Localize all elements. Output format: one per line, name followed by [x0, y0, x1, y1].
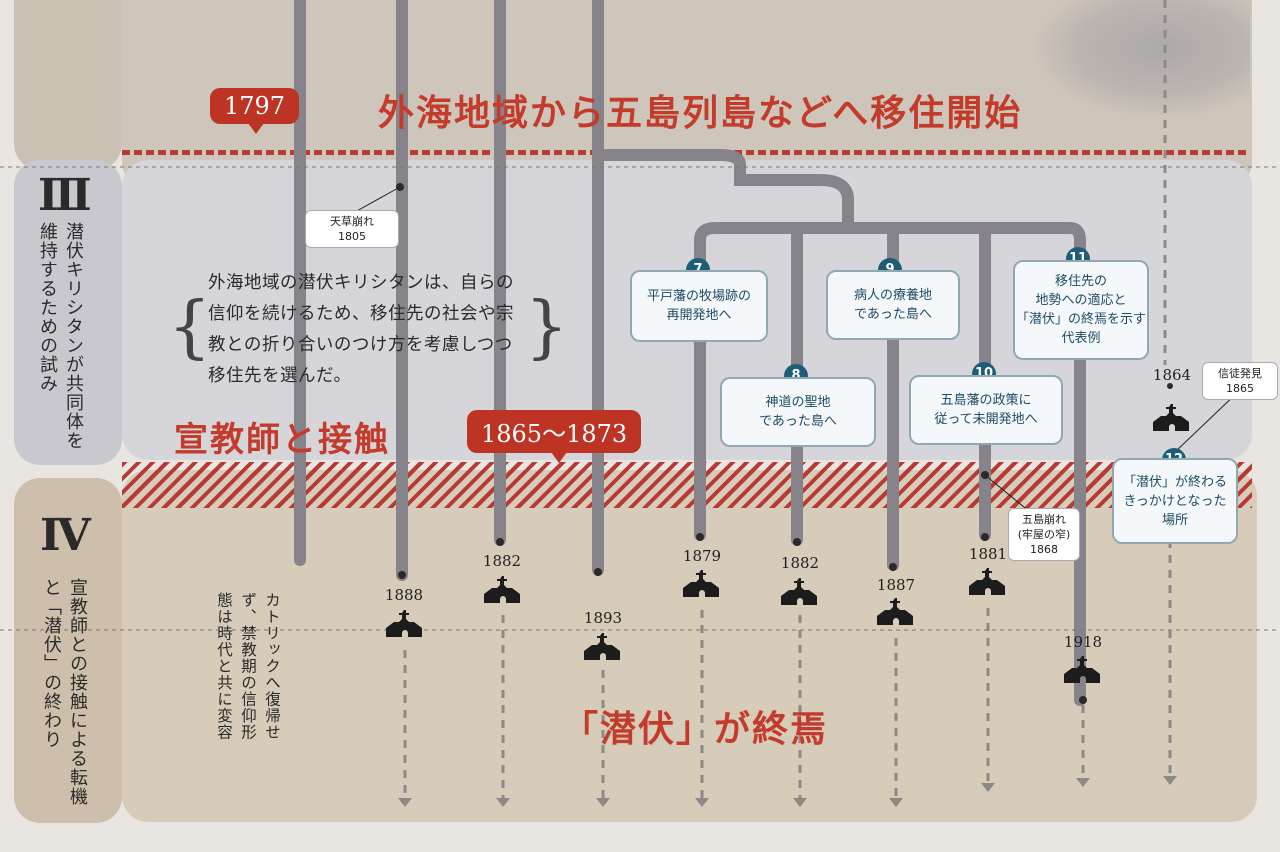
period-4-side-text: 宣教師との接触による転機と「潜伏」の終わり — [41, 578, 88, 806]
church-icon — [484, 576, 520, 603]
migration-headline: 外海地域から五島列島などへ移住開始 — [378, 93, 1023, 134]
church-icon — [1064, 656, 1100, 683]
card-8: 神道の聖地 であった島へ — [720, 377, 876, 447]
arrow-down-icon — [695, 798, 709, 807]
year-tag-1865-1873: 1865〜1873 — [467, 410, 642, 463]
contact-title: 宣教師と接触 — [174, 420, 390, 460]
note-amakusa: 天草崩れ 1805 — [305, 210, 399, 248]
arrow-down-icon — [1076, 778, 1090, 787]
period-4-numeral: IV — [40, 510, 91, 561]
church-icon — [781, 578, 817, 605]
arrow-down-icon — [889, 798, 903, 807]
card-10: 五島藩の政策に 従って未開発地へ — [909, 375, 1063, 445]
divider-contact-period — [122, 462, 1252, 508]
note-discovery: 信徒発見 1865 — [1202, 362, 1278, 400]
side-panel-top — [14, 0, 122, 170]
church-year: 1864 — [1152, 366, 1192, 384]
church-year: 1888 — [384, 586, 424, 604]
church-icon — [969, 568, 1005, 595]
vertical-note-catholic: カトリックへ復帰せず、禁教期の信仰形態は時代と共に変容 — [215, 592, 281, 741]
church-icon — [584, 633, 620, 660]
church-year: 1882 — [780, 554, 820, 572]
branch-main — [592, 149, 854, 231]
church-year: 1879 — [682, 547, 722, 565]
church-year: 1882 — [482, 552, 522, 570]
arrow-down-icon — [496, 798, 510, 807]
world-map-silhouette — [1030, 0, 1250, 120]
church-icon — [683, 570, 719, 597]
card-12: 「潜伏」が終わる きっかけとなった 場所 — [1112, 458, 1238, 544]
church-icon — [386, 610, 422, 637]
side-panel-period-4 — [14, 478, 122, 823]
period-3-description: 外海地域の潜伏キリシタンは、自らの信仰を続けるため、移住先の社会や宗教との折り合… — [208, 273, 514, 386]
church-year: 1918 — [1063, 633, 1103, 651]
brace-right: } — [525, 288, 569, 367]
arrow-down-icon — [596, 798, 610, 807]
end-of-hiding-title: 「潜伏」が終焉 — [562, 709, 829, 750]
arrow-down-icon — [1163, 776, 1177, 785]
arrow-down-icon — [398, 798, 412, 807]
period-3-numeral: III — [38, 170, 92, 221]
church-year: 1893 — [583, 609, 623, 627]
church-icon — [877, 598, 913, 625]
church-year: 1881 — [968, 545, 1008, 563]
arrow-down-icon — [793, 798, 807, 807]
node-1888 — [398, 571, 406, 579]
note-goto: 五島崩れ (牢屋の窄) 1868 — [1008, 508, 1080, 561]
arrow-down-icon — [981, 783, 995, 792]
period-3-side-text: 潜伏キリシタンが共同体を維持するための試み — [37, 222, 84, 450]
side-panel-period-3 — [14, 160, 122, 465]
year-tag-1797: 1797 — [210, 88, 300, 134]
church-icon — [1153, 404, 1189, 431]
card-11: 移住先の 地勢への適応と 「潜伏」の終焉を示す 代表例 — [1013, 260, 1149, 360]
card-7: 平戸藩の牧場跡の 再開発地へ — [630, 270, 768, 342]
brace-left: { — [168, 288, 212, 367]
church-year: 1887 — [876, 576, 916, 594]
card-9: 病人の療養地 であった島へ — [826, 270, 960, 340]
